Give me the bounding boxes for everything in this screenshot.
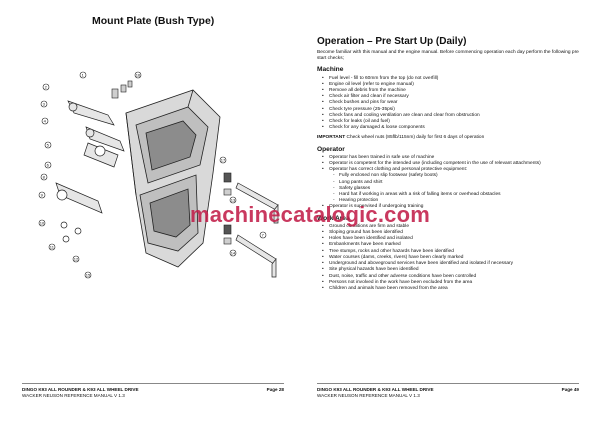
ppe-sublist: Fully enclosed non slip footwear (safety… [329, 173, 587, 204]
svg-text:2: 2 [45, 84, 48, 89]
svg-text:12: 12 [74, 256, 79, 261]
mount-plate-exploded-diagram: 1 2 3 4 5 6 7 8 9 10 11 12 13 14 15 16 1… [38, 71, 279, 279]
left-footer: DINGO K93 ALL ROUNDER & K93 ALL WHEEL DR… [22, 387, 284, 399]
sub-list-item: Long pants and shirt [333, 180, 587, 186]
list-item: Water courses (dams, creeks, rivers) hav… [322, 255, 587, 261]
right-page-content: Become familiar with this manual and the… [317, 50, 587, 292]
lower-left-bracket [55, 182, 103, 243]
svg-text:17: 17 [221, 157, 226, 162]
svg-text:16: 16 [136, 72, 141, 77]
left-footer-sub: WACKER NEUSON REFERENCE MANUAL V 1.3 [22, 393, 125, 398]
operator-heading: Operator [317, 145, 345, 153]
sub-list-item: Hearing protection [333, 198, 587, 204]
list-item: Check fans and cooling ventilation are c… [322, 113, 587, 119]
important-text: Check wheel nuts (85flb/115nm) daily for… [345, 135, 485, 141]
list-item: Ground conditions are firm and stable [322, 224, 587, 230]
right-page-title: Operation – Pre Start Up (Daily) [317, 36, 467, 47]
work-area-heading: Work Area [317, 214, 350, 222]
right-footer-rule [317, 383, 579, 384]
list-item: Holes have been identified and isolated [322, 236, 587, 242]
right-footer-sub: WACKER NEUSON REFERENCE MANUAL V 1.3 [317, 393, 420, 398]
sub-list-item: Hard hat if working in areas with a risk… [333, 192, 587, 198]
list-item: Operator has been trained in safe use of… [322, 155, 587, 161]
right-page-number: Page 49 [561, 387, 579, 392]
pins [235, 182, 279, 278]
mount-plate-body [125, 89, 221, 268]
svg-text:10: 10 [40, 220, 45, 225]
sub-list-item: Fully enclosed non slip footwear (safety… [333, 173, 587, 179]
list-item: Check for any damaged & loose components [322, 125, 587, 131]
list-item: Operator is supervised if undergoing tra… [322, 204, 587, 210]
left-footer-rule [22, 383, 284, 384]
watermark-text: machinecatalogic.com [190, 202, 430, 227]
right-page: Operation – Pre Start Up (Daily) Become … [302, 0, 600, 424]
operator-checklist: Operator has been trained in safe use of… [317, 155, 587, 211]
list-item: Check bushes and pins for wear [322, 100, 587, 106]
svg-text:13: 13 [231, 197, 236, 202]
svg-text:8: 8 [43, 174, 46, 179]
list-item: Persons not involved in the work have be… [322, 280, 587, 286]
left-page: Mount Plate (Bush Type) [0, 0, 298, 424]
list-item: Remove all debris from the machine [322, 88, 587, 94]
left-page-number: Page 28 [266, 387, 284, 392]
list-item: Check air filter and clean if necessary [322, 94, 587, 100]
work-area-checklist: Ground conditions are firm and stable Sl… [317, 224, 587, 292]
list-item: Operator has correct clothing and person… [322, 167, 587, 173]
intro-paragraph: Become familiar with this manual and the… [317, 50, 579, 62]
list-item: Check tyre pressure (25-35psi) [322, 107, 587, 113]
list-item: Fuel level - fill to 60mm from the top (… [322, 76, 587, 82]
svg-text:11: 11 [50, 244, 55, 249]
list-item: Site physical hazards have been identifi… [322, 267, 587, 273]
right-footer-brand: DINGO K93 ALL ROUNDER & K93 ALL WHEEL DR… [317, 387, 434, 392]
svg-text:1: 1 [82, 72, 85, 77]
list-item: Dust, noise, traffic and other adverse c… [322, 274, 587, 280]
svg-text:15: 15 [86, 272, 91, 277]
ppe-sublist-wrapper: Fully enclosed non slip footwear (safety… [329, 173, 587, 204]
important-note: IMPORTANT Check wheel nuts (85flb/115nm)… [317, 135, 587, 141]
list-item: Sloping ground has been identified [322, 230, 587, 236]
right-footer: DINGO K93 ALL ROUNDER & K93 ALL WHEEL DR… [317, 387, 579, 399]
left-footer-brand: DINGO K93 ALL ROUNDER & K93 ALL WHEEL DR… [22, 387, 139, 392]
important-label: IMPORTANT [317, 135, 346, 141]
upper-left-bracket [67, 100, 125, 168]
svg-text:6: 6 [47, 162, 50, 167]
machine-heading: Machine [317, 66, 344, 74]
list-item: Operator is competent for the intended u… [322, 161, 587, 167]
bush-parts [111, 80, 232, 245]
machine-checklist: Fuel level - fill to 60mm from the top (… [317, 76, 587, 132]
svg-text:9: 9 [41, 192, 44, 197]
list-item: Embankments have been marked [322, 242, 587, 248]
svg-text:7: 7 [262, 232, 265, 237]
svg-text:4: 4 [44, 118, 47, 123]
list-item: Children and animals have been removed f… [322, 286, 587, 292]
list-item: Check for leaks (oil and fuel) [322, 119, 587, 125]
svg-text:14: 14 [231, 250, 236, 255]
list-item: Tree stumps, rocks and other hazards hav… [322, 249, 587, 255]
list-item: Engine oil level (refer to engine manual… [322, 82, 587, 88]
list-item: Underground and aboveground services hav… [322, 261, 587, 267]
part-callouts: 1 2 3 4 5 6 7 8 9 10 11 12 13 14 15 16 1… [38, 71, 267, 279]
sub-list-item: Safety glasses [333, 186, 587, 192]
svg-text:5: 5 [47, 142, 50, 147]
left-page-title: Mount Plate (Bush Type) [92, 15, 215, 27]
svg-text:3: 3 [43, 101, 46, 106]
